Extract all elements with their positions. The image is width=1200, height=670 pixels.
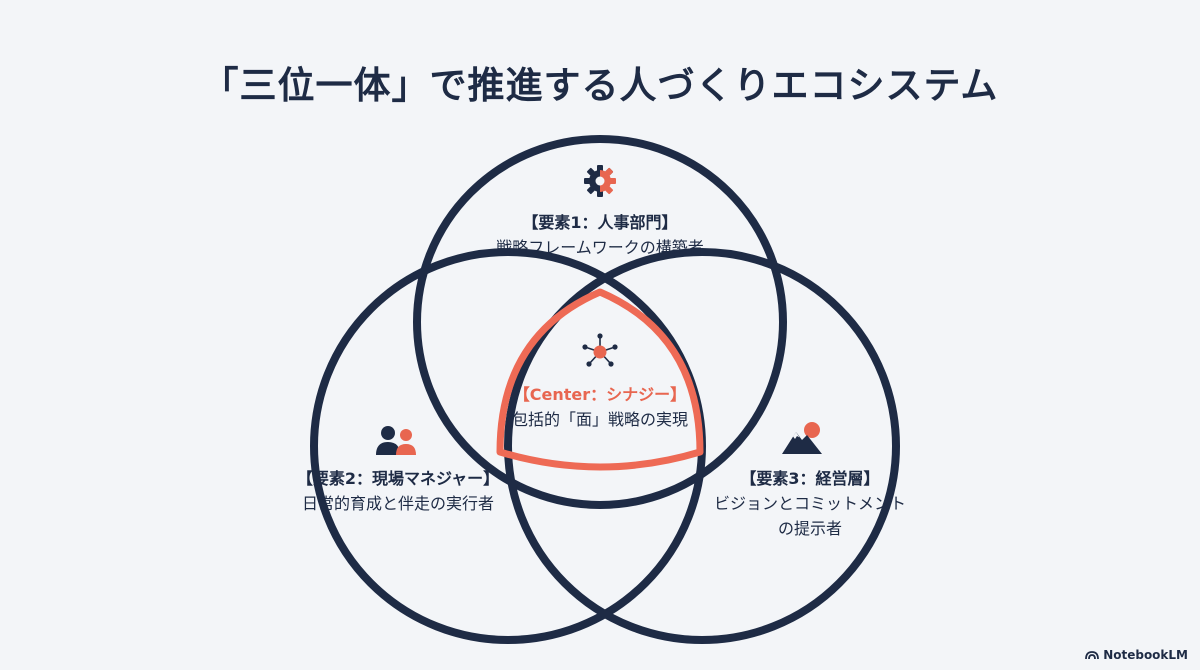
element-top-heading: 【要素1：人事部門】 — [522, 213, 678, 232]
network-icon — [580, 330, 620, 370]
notebooklm-logo-icon — [1085, 651, 1100, 660]
mountain-icon — [780, 420, 824, 456]
element-right-description-line1: ビジョンとコミットメント — [713, 494, 906, 513]
element-top-description: 戦略フレームワークの構築者 — [496, 238, 704, 257]
element-center-heading: 【Center：シナジー】 — [513, 385, 687, 404]
element-left-label: 【要素2：現場マネジャー】 日常的育成と伴走の実行者 — [268, 466, 528, 516]
element-left-description: 日常的育成と伴走の実行者 — [301, 494, 494, 513]
element-center-description: 包括的「面」戦略の実現 — [511, 410, 688, 429]
brand-label: NotebookLM — [1103, 648, 1188, 662]
gear-icon — [582, 163, 618, 199]
element-left-heading: 【要素2：現場マネジャー】 — [296, 469, 500, 488]
center-intersection — [496, 288, 704, 471]
circle-top — [413, 135, 787, 509]
element-right-description-line2: の提示者 — [777, 519, 842, 538]
element-top-label: 【要素1：人事部門】 戦略フレームワークの構築者 — [450, 210, 750, 260]
page-title: 「三位一体」で推進する人づくりエコシステム — [201, 64, 999, 107]
brand-watermark: NotebookLM — [1085, 648, 1188, 662]
circle-right — [504, 248, 900, 644]
element-right-label: 【要素3：経営層】 ビジョンとコミットメント の提示者 — [690, 466, 930, 541]
element-center-label: 【Center：シナジー】 包括的「面」戦略の実現 — [460, 382, 740, 432]
element-right-heading: 【要素3：経営層】 — [740, 469, 880, 488]
people-icon — [374, 424, 420, 456]
